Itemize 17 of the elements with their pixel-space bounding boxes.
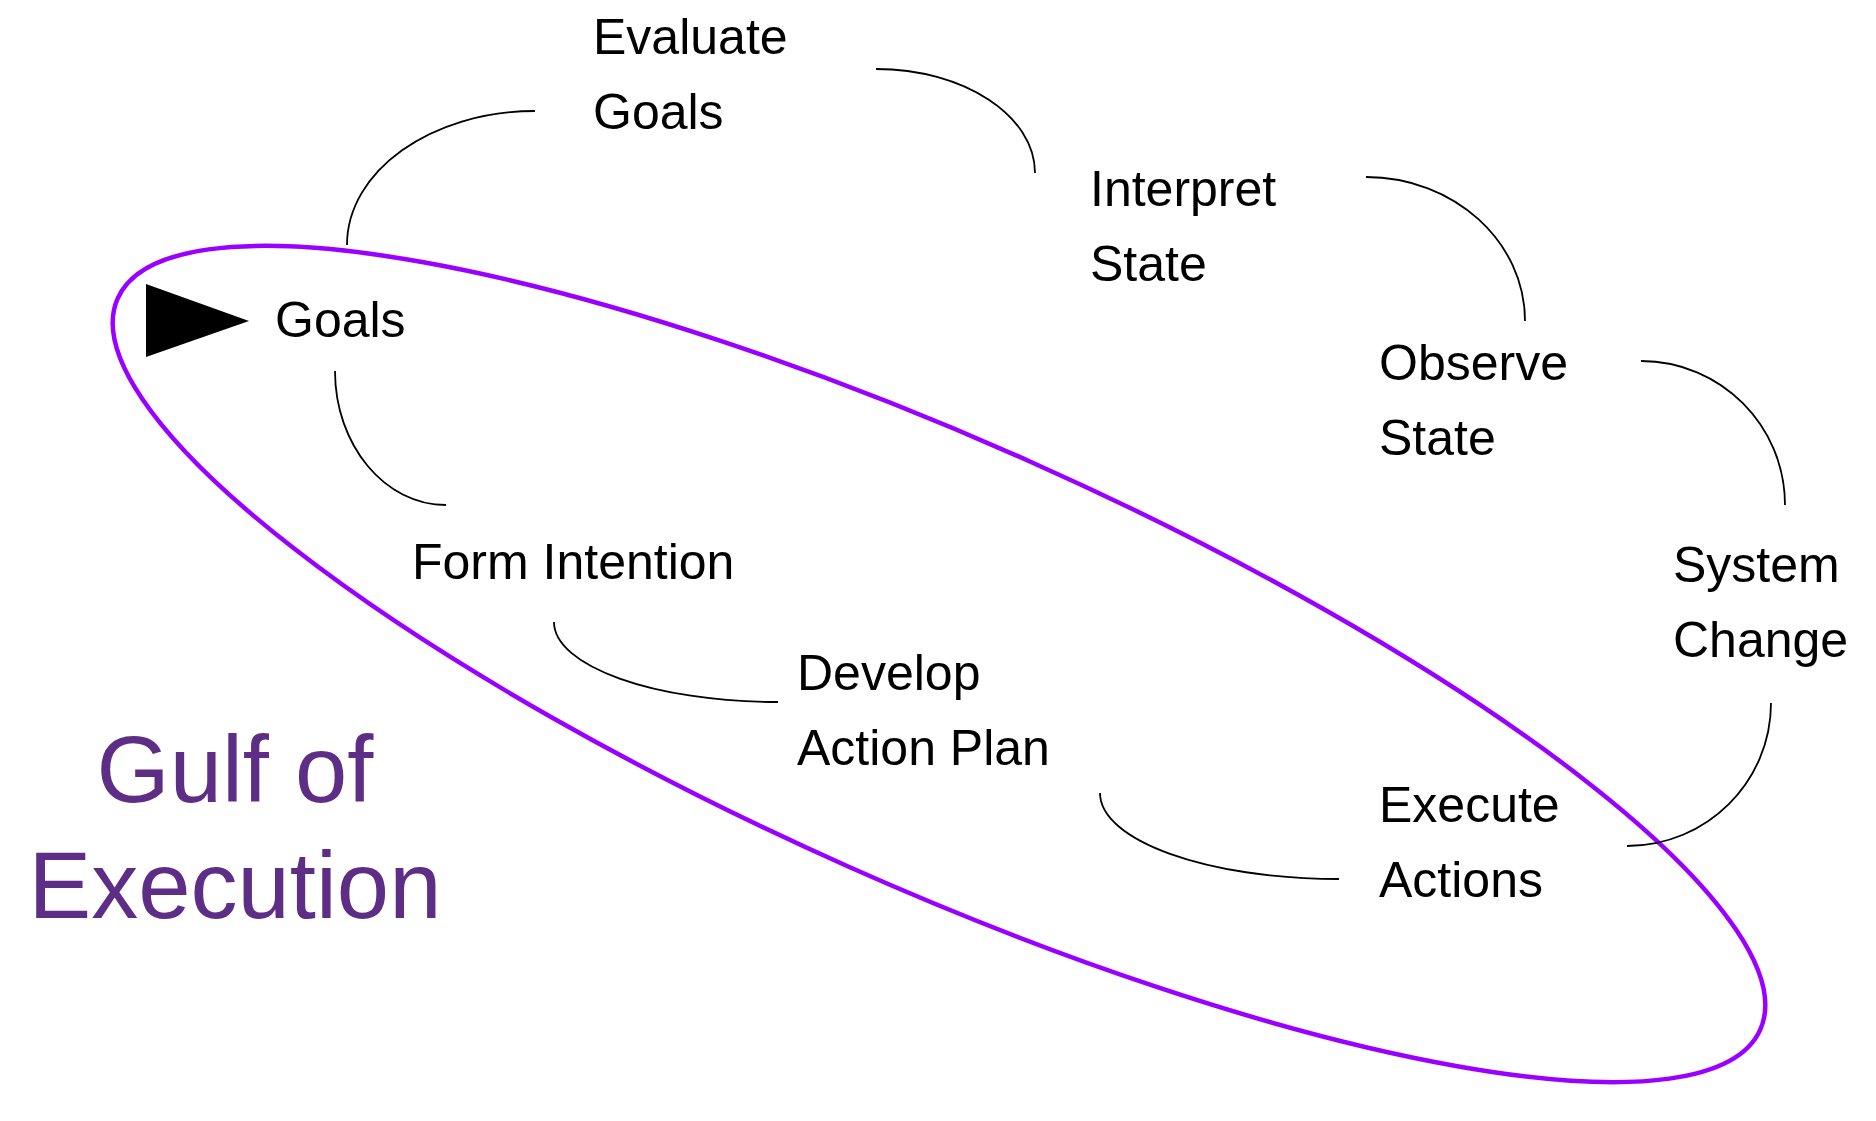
connector-arc [553, 621, 779, 703]
connector-arc [1626, 702, 1772, 847]
connector-arc [1099, 792, 1340, 880]
step-label: Execute Actions [1379, 768, 1619, 918]
step-label: Develop Action Plan [797, 636, 1117, 786]
step-label: Form Intention [412, 525, 842, 600]
step-label: Interpret State [1090, 152, 1350, 302]
connector-arc [875, 68, 1036, 174]
connector-arc [1365, 176, 1526, 322]
connector-arc [1640, 360, 1786, 506]
step-label: Evaluate Goals [593, 0, 853, 150]
step-label: System Change [1673, 528, 1873, 678]
connector-arc [334, 370, 447, 506]
gulf-label: Gulf of Execution [27, 716, 443, 940]
step-label: Goals [275, 283, 435, 358]
connector-arc [346, 110, 536, 246]
step-label: Observe State [1379, 326, 1639, 476]
